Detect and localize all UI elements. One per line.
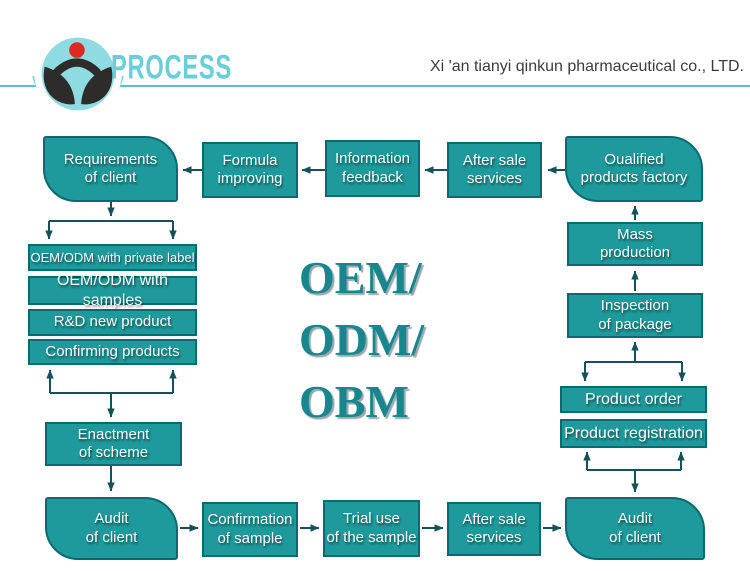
center-label-line: ODM/ — [299, 314, 425, 365]
node-product-registration: Product registration — [560, 419, 707, 448]
node-audit-of-client-right: Audit of client — [565, 497, 705, 560]
company-logo-icon — [32, 30, 124, 118]
oem-odm-obm-label: OEM/ ODM/ OBM — [299, 247, 424, 433]
center-label-line: OBM — [299, 376, 409, 427]
center-label-line: OEM/ — [299, 252, 422, 303]
node-product-order: Product order — [560, 386, 707, 413]
node-confirmation-of-sample: Confirmation of sample — [202, 502, 298, 557]
node-qualified-products-factory: Oualified products factory — [565, 136, 703, 202]
node-after-sale-services-top: After sale services — [447, 142, 542, 198]
company-name: Xi 'an tianyi qinkun pharmaceutical co.,… — [429, 58, 744, 75]
node-formula-improving: Formula improving — [202, 142, 298, 198]
node-audit-of-client-left: Audit of client — [45, 497, 178, 560]
node-after-sale-services-bottom: After sale services — [447, 502, 541, 556]
node-oem-odm-private-label: OEM/ODM with private label — [28, 244, 197, 271]
logo-red-dot — [69, 42, 85, 58]
page-title: PROCESS — [111, 47, 232, 86]
node-confirming-products: Confirming products — [28, 339, 197, 365]
node-requirements-of-client: Requirements of client — [43, 136, 178, 202]
node-enactment-of-scheme: Enactment of scheme — [45, 422, 182, 466]
node-rd-new-product: R&D new product — [28, 309, 197, 336]
node-mass-production: Mass production — [567, 222, 703, 266]
node-oem-odm-with-samples: OEM/ODM with samples — [28, 272, 197, 309]
header-divider — [0, 85, 750, 87]
node-trial-use-of-the-sample: Trial use of the sample — [323, 500, 420, 557]
node-information-feedback: Information feedback — [325, 140, 420, 197]
node-inspection-of-package: Inspection of package — [567, 293, 703, 338]
